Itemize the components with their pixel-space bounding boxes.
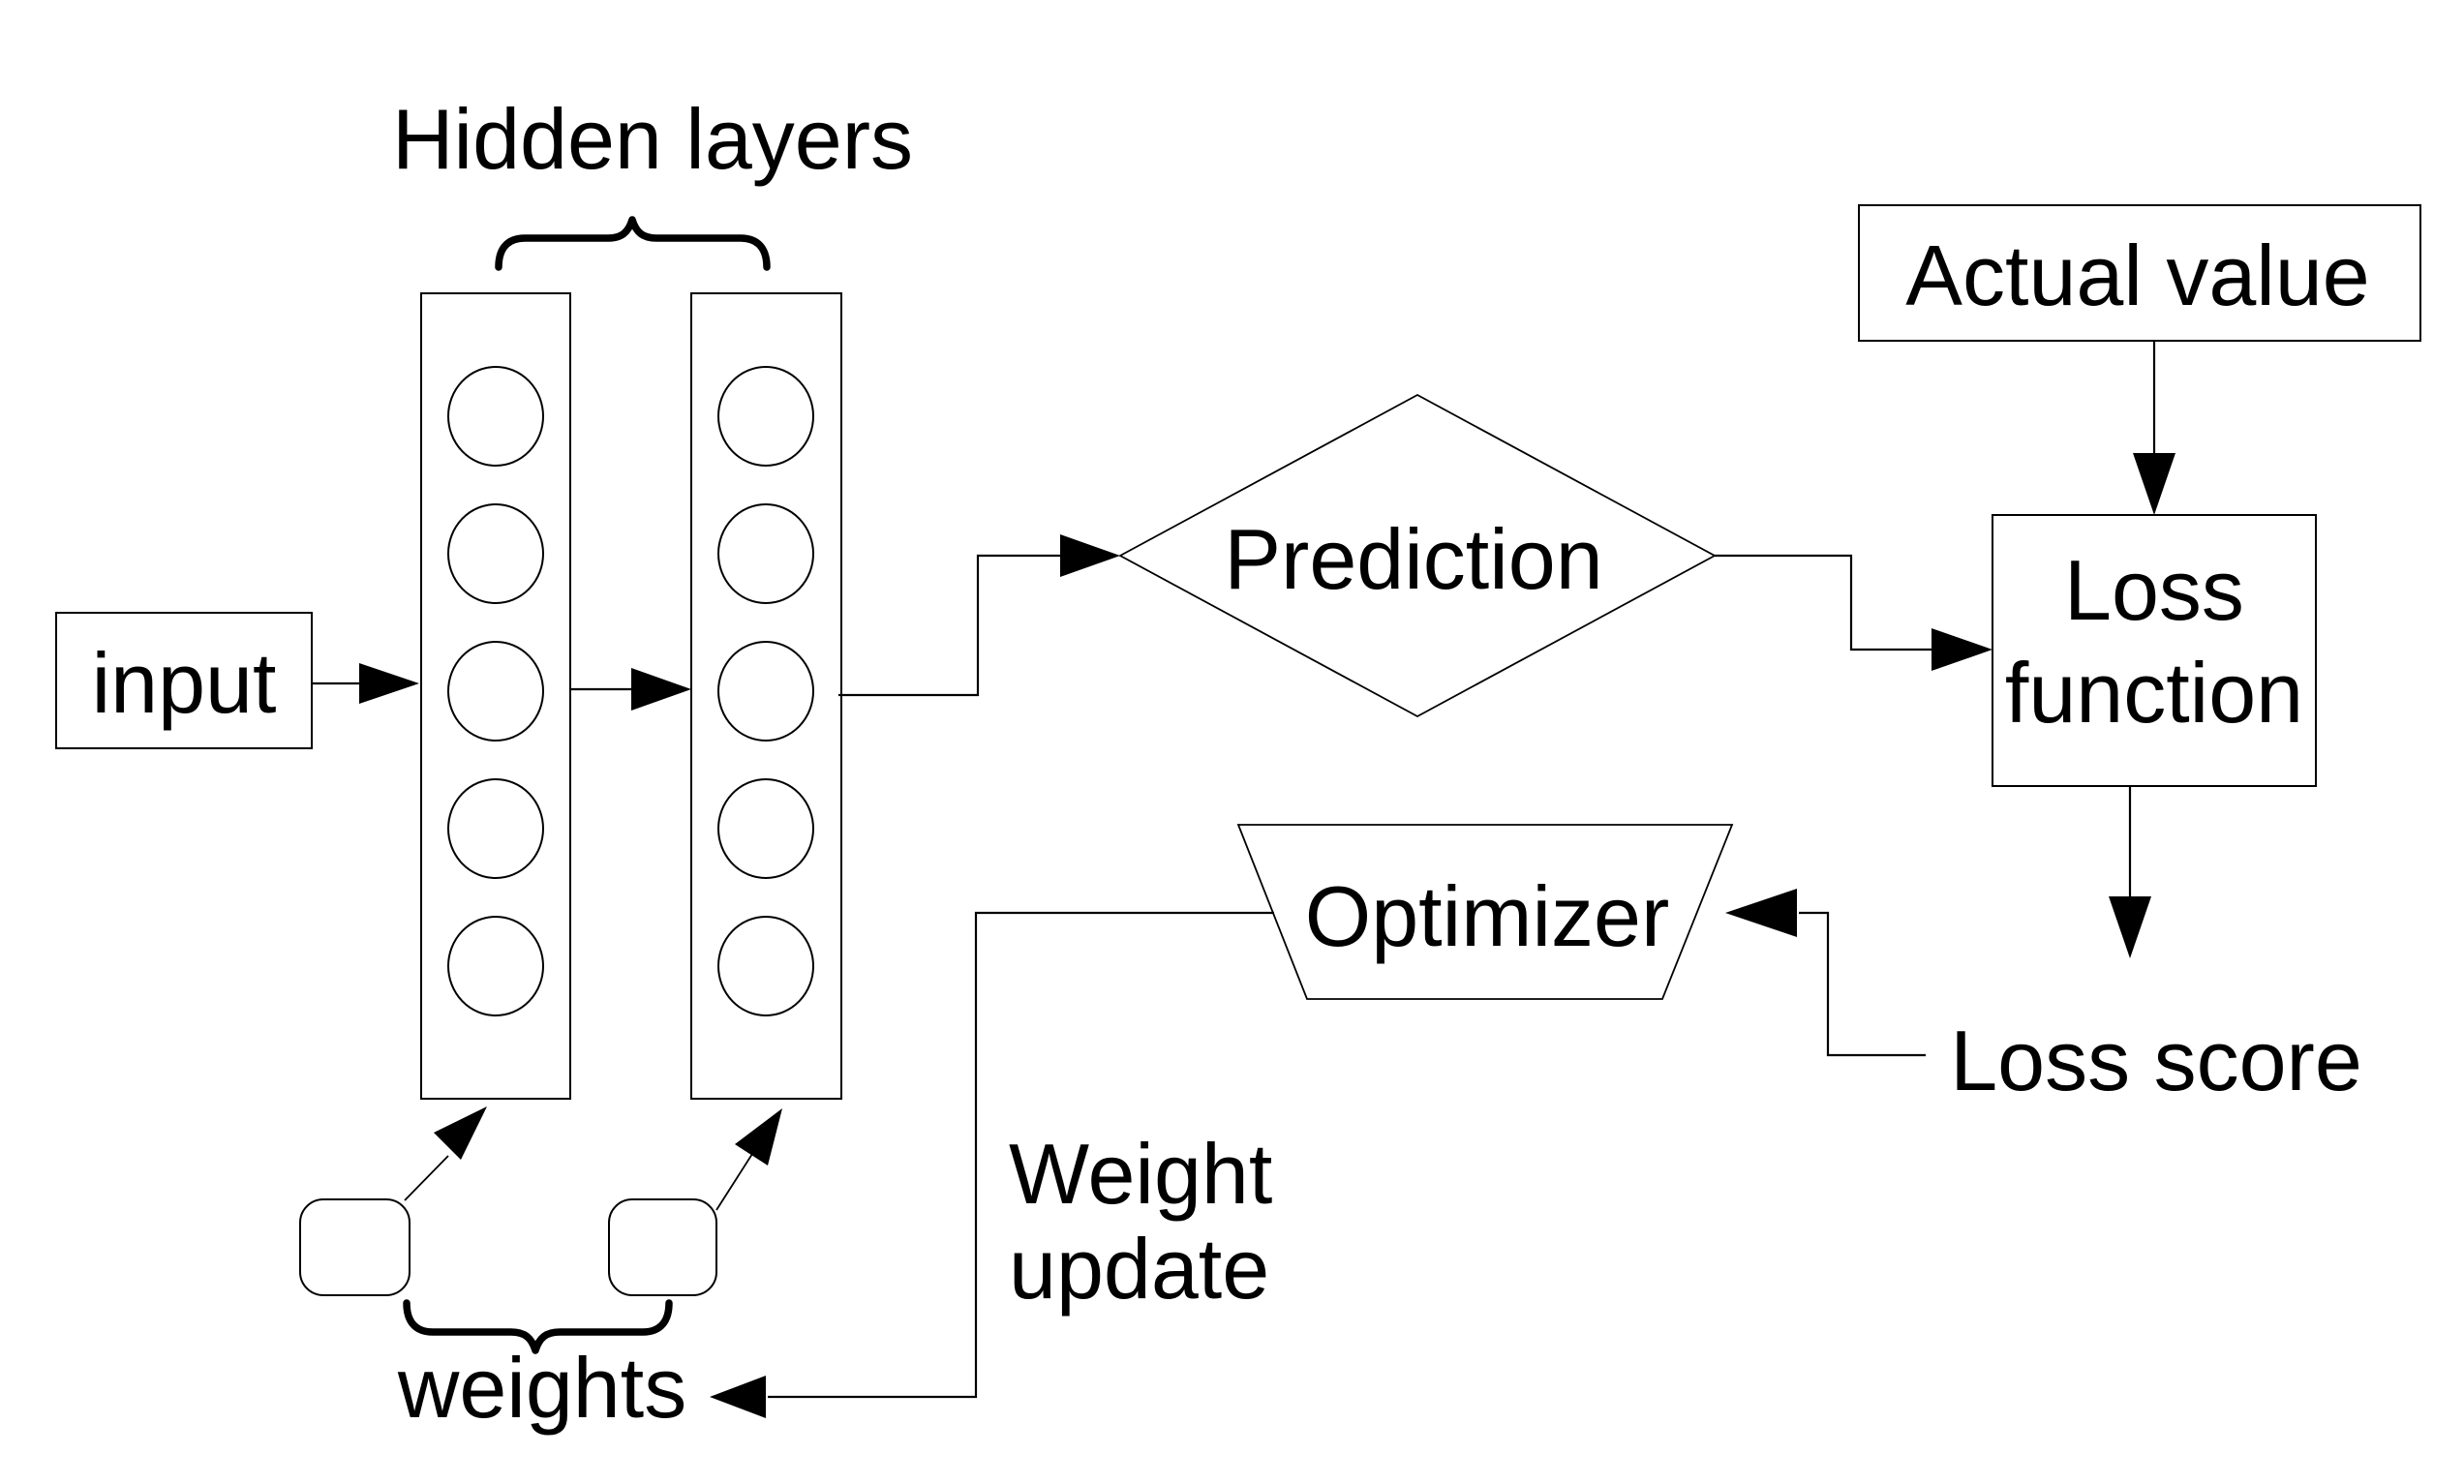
arrow-optimizer-to-weights bbox=[710, 911, 1274, 1418]
input-label: input bbox=[92, 635, 277, 731]
arrow-actualvalue-to-loss bbox=[2133, 341, 2175, 515]
hidden-layer-1 bbox=[420, 292, 571, 1100]
loss-function-box bbox=[1992, 514, 2317, 787]
weight-update-line2: update bbox=[1009, 1221, 1269, 1317]
actual-value-node: Actual value bbox=[1858, 204, 2421, 342]
arrow-hidden2-to-prediction bbox=[838, 534, 1120, 697]
prediction-node: Prediction bbox=[1118, 393, 1717, 718]
hidden-layer-1-box bbox=[420, 292, 571, 1100]
neuron bbox=[447, 641, 544, 742]
input-box bbox=[55, 612, 313, 749]
loss-function-node: Loss function bbox=[1992, 514, 2317, 787]
arrow-weight1-to-hidden1 bbox=[404, 1106, 487, 1201]
prediction-label: Prediction bbox=[1224, 511, 1602, 607]
neuron bbox=[717, 366, 814, 467]
neuron bbox=[447, 503, 544, 604]
loss-score-label: Loss score bbox=[1950, 1013, 2362, 1108]
hidden-layer-2 bbox=[690, 292, 842, 1100]
weight-update-line1: Weight bbox=[1009, 1126, 1272, 1222]
arrow-weight2-to-hidden2 bbox=[715, 1108, 782, 1211]
hidden-layers-title: Hidden layers bbox=[392, 91, 913, 187]
neuron bbox=[447, 778, 544, 879]
arrow-loss-to-lossscore bbox=[2109, 786, 2151, 958]
neuron bbox=[447, 916, 544, 1016]
neuron bbox=[717, 503, 814, 604]
loss-function-label-line2: function bbox=[2005, 645, 2303, 741]
input-node: input bbox=[55, 612, 313, 749]
weight-box-1 bbox=[299, 1198, 411, 1296]
optimizer-label: Optimizer bbox=[1305, 868, 1670, 964]
neuron bbox=[717, 641, 814, 742]
arrow-lossscore-to-optimizer bbox=[1725, 889, 1926, 1057]
weights-brace bbox=[403, 1299, 673, 1354]
arrow-input-to-hidden1 bbox=[312, 663, 419, 704]
loss-function-label-line1: Loss bbox=[2064, 542, 2244, 638]
arrow-prediction-to-loss bbox=[1715, 554, 1992, 671]
hidden-layer-2-box bbox=[690, 292, 842, 1100]
neuron bbox=[717, 778, 814, 879]
weights-label: weights bbox=[397, 1340, 686, 1436]
hidden-layers-brace bbox=[495, 216, 771, 271]
optimizer-trapezoid bbox=[1236, 824, 1734, 1000]
arrow-hidden1-to-hidden2 bbox=[570, 668, 691, 711]
neuron bbox=[447, 366, 544, 467]
neuron bbox=[717, 916, 814, 1016]
weight-update-label: Weight update bbox=[1009, 1126, 1272, 1317]
weight-box-2 bbox=[608, 1198, 717, 1296]
actual-value-box bbox=[1858, 204, 2421, 342]
actual-value-label: Actual value bbox=[1905, 227, 2369, 323]
optimizer-node: Optimizer bbox=[1236, 824, 1734, 1000]
